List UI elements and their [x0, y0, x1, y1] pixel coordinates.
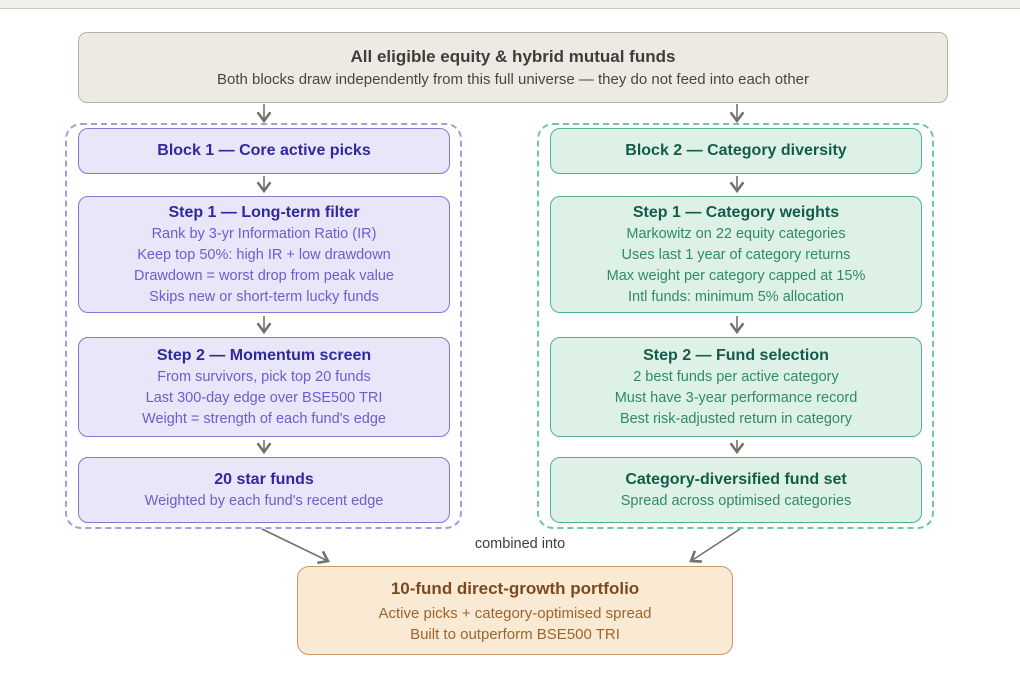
block2-step2-line: Best risk-adjusted return in category: [619, 410, 853, 427]
block1-step1-line: Rank by 3-yr Information Ratio (IR): [151, 225, 377, 242]
block1-container: [65, 123, 462, 529]
block2-step1-line: Markowitz on 22 equity categories: [626, 225, 846, 242]
block1-result-line: Weighted by each fund's recent edge: [144, 492, 384, 509]
block1-step1-line: Skips new or short-term lucky funds: [149, 288, 379, 305]
block2-step1-line: Intl funds: minimum 5% allocation: [628, 288, 844, 305]
block1-step1-title: Step 1 — Long-term filter: [168, 203, 360, 221]
block2-header: Block 2 — Category diversity: [550, 128, 922, 174]
block2-step1-title: Step 1 — Category weights: [632, 203, 840, 221]
block1-step2-line: From survivors, pick top 20 funds: [157, 368, 371, 385]
window-top-strip: [0, 0, 1020, 9]
block1-step1-box: Step 1 — Long-term filter Rank by 3-yr I…: [78, 196, 450, 313]
combined-into-label: combined into: [474, 536, 566, 552]
universe-subtitle: Both blocks draw independently from this…: [216, 71, 809, 88]
block2-step1-line: Uses last 1 year of category returns: [621, 246, 851, 263]
block1-step2-title: Step 2 — Momentum screen: [156, 346, 372, 364]
universe-box: All eligible equity & hybrid mutual fund…: [78, 32, 948, 103]
final-portfolio-line: Built to outperform BSE500 TRI: [410, 625, 620, 643]
block1-step1-line: Drawdown = worst drop from peak value: [134, 267, 394, 284]
block2-container: [537, 123, 934, 529]
final-portfolio-box: 10-fund direct-growth portfolio Active p…: [297, 566, 733, 655]
block2-result-box: Category-diversified fund set Spread acr…: [550, 457, 922, 523]
block1-step2-line: Last 300-day edge over BSE500 TRI: [145, 389, 383, 406]
arrow-block2-to-final: [689, 528, 741, 563]
block2-step1-box: Step 1 — Category weights Markowitz on 2…: [550, 196, 922, 313]
block2-result-title: Category-diversified fund set: [625, 470, 847, 488]
final-portfolio-title: 10-fund direct-growth portfolio: [390, 578, 640, 598]
block2-step2-title: Step 2 — Fund selection: [643, 346, 829, 364]
block1-result-box: 20 star funds Weighted by each fund's re…: [78, 457, 450, 523]
block2-step1-line: Max weight per category capped at 15%: [606, 267, 866, 284]
block2-title: Block 2 — Category diversity: [625, 142, 847, 159]
block1-step2-line: Weight = strength of each fund's edge: [142, 410, 386, 427]
block2-result-line: Spread across optimised categories: [620, 492, 852, 509]
block1-step1-line: Keep top 50%: high IR + low drawdown: [137, 246, 391, 263]
block2-step2-line: 2 best funds per active category: [633, 368, 839, 385]
universe-title: All eligible equity & hybrid mutual fund…: [350, 47, 676, 66]
block1-title: Block 1 — Core active picks: [157, 142, 371, 159]
arrow-block1-to-final: [261, 528, 330, 565]
block1-header: Block 1 — Core active picks: [78, 128, 450, 174]
block1-result-title: 20 star funds: [214, 470, 314, 488]
block1-step2-box: Step 2 — Momentum screen From survivors,…: [78, 337, 450, 437]
block2-step2-box: Step 2 — Fund selection 2 best funds per…: [550, 337, 922, 437]
block2-step2-line: Must have 3-year performance record: [614, 389, 858, 406]
final-portfolio-line: Active picks + category-optimised spread: [378, 604, 652, 622]
